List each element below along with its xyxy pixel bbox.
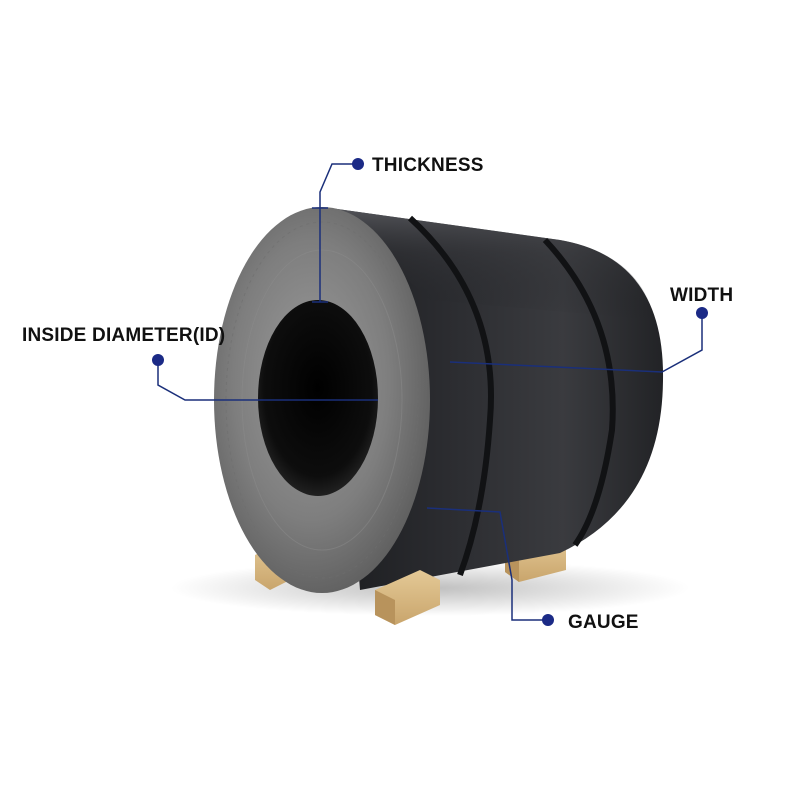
gauge-dot [542, 614, 554, 626]
coil-body-sheen [330, 208, 655, 320]
inside-diameter-label: INSIDE DIAMETER(ID) [22, 325, 225, 346]
width-dot [696, 307, 708, 319]
band-groove-2 [542, 237, 616, 547]
thickness-dot [352, 158, 364, 170]
thickness-leader [319, 163, 358, 302]
width-label: WIDTH [670, 285, 733, 306]
pallet-block-front [375, 570, 440, 625]
leader-lines [157, 163, 703, 621]
gauge-label: GAUGE [568, 612, 639, 633]
width-leader [449, 313, 703, 373]
coil-face-rings [225, 221, 419, 579]
thickness-label: THICKNESS [372, 155, 484, 176]
inside-diameter-leader [157, 360, 378, 401]
inside-diameter-dot [152, 354, 164, 366]
band-groove-1 [407, 215, 494, 577]
gauge-leader [426, 507, 548, 621]
coil-inner-hole [258, 300, 378, 496]
